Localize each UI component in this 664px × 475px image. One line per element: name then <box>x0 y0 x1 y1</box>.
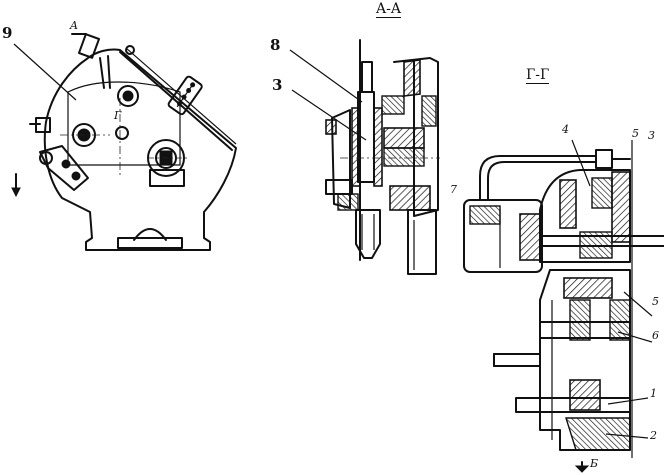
leader-gg-2 <box>605 433 649 439</box>
callout-g: Г <box>114 109 122 122</box>
aa-lower-nut <box>337 193 359 211</box>
housing-front-view <box>11 33 237 251</box>
section-title-aa: A-A <box>376 1 401 18</box>
aa-sleeve-right <box>373 107 383 187</box>
gg-motor-flange <box>519 213 541 261</box>
stud-edge <box>107 55 111 89</box>
diagonal-rod-edge <box>125 47 237 145</box>
bottom-boss <box>133 228 167 241</box>
bottom-flange <box>117 237 183 249</box>
callout-gg-3: 3 <box>648 129 655 142</box>
gg-arrow-head <box>574 465 590 473</box>
small-boss <box>125 45 135 55</box>
port-top-right <box>117 85 139 107</box>
gg-gear-upper <box>591 177 613 209</box>
stud <box>99 57 105 89</box>
aa-lower-block <box>389 185 431 211</box>
connector-plug <box>167 75 203 116</box>
gg-upper-wall-left <box>559 179 577 229</box>
aa-left-bolt <box>325 119 337 135</box>
callout-gg-b: Б <box>590 457 599 470</box>
fitting-boss <box>39 151 53 165</box>
callout-a: A <box>70 19 78 32</box>
callout-gg-6: 6 <box>652 329 659 342</box>
gg-right-wall <box>611 171 631 243</box>
section-aa <box>289 39 440 275</box>
housing-outline <box>43 48 237 251</box>
gg-bearing-left <box>569 299 591 341</box>
shaft-bracket <box>149 169 185 187</box>
gg-motor-terminal <box>469 205 501 225</box>
callout-gg-5-top: 5 <box>632 127 639 140</box>
gg-shaft-1 <box>515 397 631 413</box>
housing-cover <box>67 81 181 166</box>
gg-shaft-6 <box>539 321 631 339</box>
leader-aa-3 <box>291 89 367 141</box>
aa-bearing-top <box>381 95 405 115</box>
callout-gg-7: 7 <box>450 183 457 196</box>
aa-bottom-shaft <box>407 209 437 275</box>
fitting-hole-1 <box>61 159 71 169</box>
gg-gear-1 <box>569 379 601 411</box>
gg-pipe <box>479 155 597 201</box>
aa-top-block <box>403 59 421 97</box>
leader-gg-1 <box>607 397 649 405</box>
aa-nozzle <box>355 209 381 259</box>
callout-gg-4: 4 <box>562 123 569 136</box>
gg-bearing-top <box>563 277 613 299</box>
left-lower-fitting <box>39 145 89 191</box>
aa-right-wall <box>421 95 437 127</box>
port-top-right-core <box>122 90 134 102</box>
diagonal-rod <box>119 51 233 151</box>
leader-9 <box>13 43 77 101</box>
callout-9: 9 <box>2 24 13 42</box>
callout-gg-5: 5 <box>652 295 659 308</box>
callout-gg-1: 1 <box>650 387 657 400</box>
leader-gg-5 <box>623 291 653 317</box>
port-center <box>115 126 129 140</box>
aa-bearing-low <box>383 147 425 167</box>
fitting-hole-2 <box>71 171 81 181</box>
callout-aa-3: 3 <box>272 76 283 94</box>
aa-rod-top <box>361 61 373 93</box>
section-title-gg: Г-Г <box>526 67 550 84</box>
top-bolt <box>78 33 100 59</box>
callout-gg-2: 2 <box>650 429 657 442</box>
leader-gg-4 <box>571 139 591 187</box>
aa-sleeve-left <box>351 107 361 187</box>
aa-left-boss <box>325 179 353 195</box>
gg-gear-2 <box>565 417 631 451</box>
view-arrow-head <box>11 187 21 198</box>
aa-bearing-mid <box>383 127 425 149</box>
callout-aa-8: 8 <box>270 36 281 54</box>
leader-gg-6 <box>617 331 653 343</box>
leader-aa-8 <box>289 49 363 103</box>
section-gg <box>463 139 664 473</box>
gg-pipe-nut <box>595 149 613 169</box>
gg-bearing-right <box>609 299 631 341</box>
gg-pipe-inner <box>487 161 597 201</box>
